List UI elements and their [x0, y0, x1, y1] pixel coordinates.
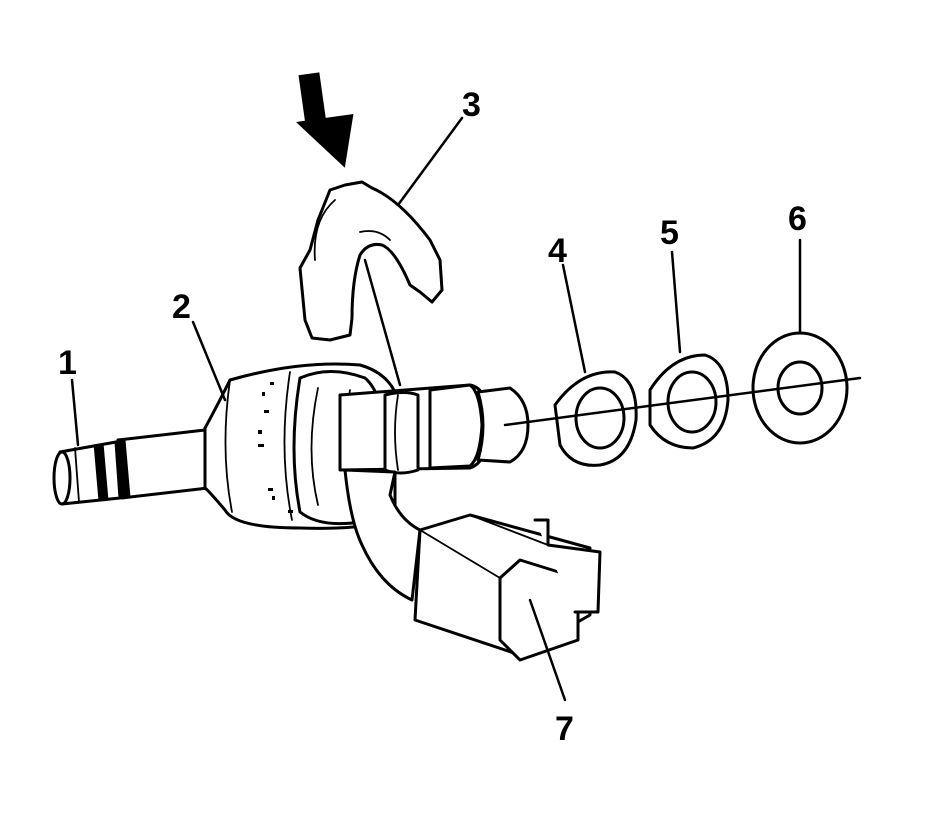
- part-3-retaining-clip: [298, 180, 444, 387]
- callout-6: 6: [788, 200, 807, 238]
- callout-5: 5: [660, 214, 679, 252]
- part-1-nozzle-tip: [52, 428, 210, 506]
- callout-4: 4: [548, 232, 567, 270]
- part-4-seal: [553, 370, 638, 467]
- callout-3: 3: [462, 86, 481, 124]
- assembly-axis-line: [503, 376, 862, 427]
- callout-1: 1: [58, 344, 77, 382]
- callout-2: 2: [172, 288, 191, 326]
- injector-inlet-tube: [338, 383, 530, 475]
- callout-7: 7: [555, 710, 574, 748]
- part-7-electrical-connector: [343, 468, 602, 662]
- leader-lines: [70, 116, 802, 702]
- arrow-down-icon: [296, 72, 354, 168]
- part-6-washer: [751, 331, 849, 445]
